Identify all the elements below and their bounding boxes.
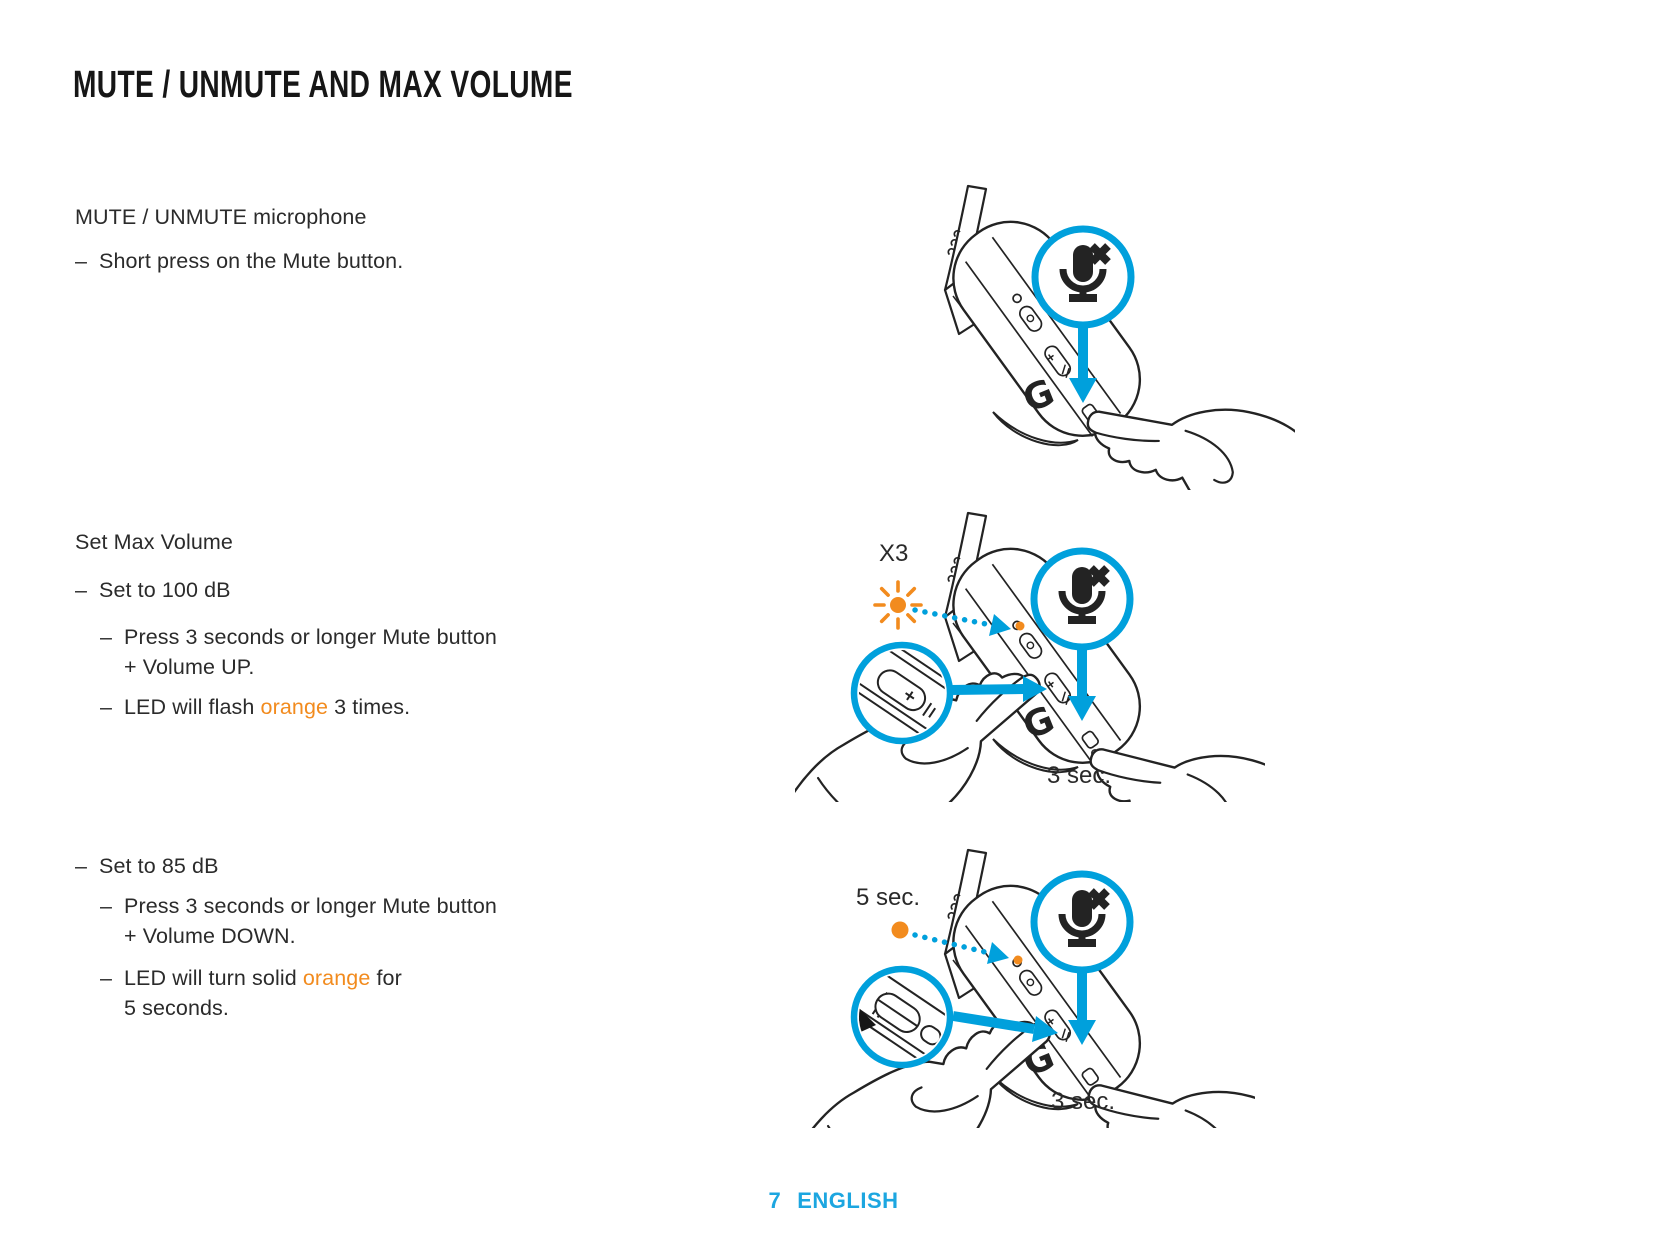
bullet-dash: – bbox=[100, 894, 113, 918]
subbullet-press-volume-up: – Press 3 seconds or longer Mute button … bbox=[100, 622, 497, 682]
led-flashing-icon bbox=[873, 580, 923, 630]
illustration-max-volume-100db bbox=[795, 511, 1265, 802]
bullet-text: Set to 100 dB bbox=[99, 578, 231, 602]
led-dotted-arrowhead bbox=[989, 614, 1011, 636]
magnifier-arrowhead bbox=[1032, 1016, 1058, 1042]
subbullet-text: Press 3 seconds or longer Mute button + … bbox=[124, 894, 497, 948]
led-dotted-arrow bbox=[912, 607, 994, 628]
bullet-dash: – bbox=[75, 854, 88, 878]
bullet-short-press: – Short press on the Mute button. bbox=[75, 246, 403, 276]
hold-duration-label: 3 sec. bbox=[1047, 762, 1112, 789]
mute-arrowhead bbox=[1068, 696, 1096, 721]
section-heading-mute-unmute: MUTE / UNMUTE microphone bbox=[75, 205, 367, 229]
bullet-dash: – bbox=[75, 578, 88, 602]
subbullet-press-volume-down: – Press 3 seconds or longer Mute button … bbox=[100, 891, 497, 951]
magnifier-volume-down-icon bbox=[844, 966, 959, 1067]
led-duration-label: 5 sec. bbox=[856, 884, 921, 911]
headset-led-dot bbox=[1013, 955, 1023, 965]
language-label: ENGLISH bbox=[797, 1188, 899, 1213]
mic-muted-icon bbox=[1035, 229, 1131, 325]
bullet-dash: – bbox=[100, 695, 113, 719]
bullet-set-100db: – Set to 100 dB bbox=[75, 575, 231, 605]
led-dotted-arrowhead bbox=[987, 942, 1009, 964]
subbullet-led-solid-orange: – LED will turn solid orange for 5 secon… bbox=[100, 963, 402, 1023]
mute-arrowhead bbox=[1069, 378, 1097, 403]
section-heading-set-max-volume: Set Max Volume bbox=[75, 530, 233, 554]
bullet-dash: – bbox=[100, 966, 113, 990]
magnifier-arrowhead bbox=[1023, 676, 1047, 702]
subbullet-text: LED will flash orange 3 times. bbox=[124, 695, 411, 719]
magnifier-arrow bbox=[950, 684, 1025, 695]
led-dotted-arrow bbox=[912, 932, 992, 956]
bullet-dash: – bbox=[100, 625, 113, 649]
mic-muted-icon bbox=[1034, 551, 1130, 647]
flash-count-label: X3 bbox=[879, 540, 909, 567]
mic-muted-icon bbox=[1034, 874, 1130, 970]
subbullet-text: Press 3 seconds or longer Mute button + … bbox=[124, 625, 497, 679]
orange-highlight: orange bbox=[260, 695, 329, 719]
subbullet-text: LED will turn solid orange for 5 seconds… bbox=[124, 966, 402, 1020]
page-footer: 7 ENGLISH bbox=[0, 1188, 1667, 1214]
page-number: 7 bbox=[768, 1188, 782, 1213]
bullet-set-85db: – Set to 85 dB bbox=[75, 851, 219, 881]
led-solid-icon bbox=[891, 921, 909, 939]
bullet-dash: – bbox=[75, 249, 88, 273]
orange-highlight: orange bbox=[302, 966, 371, 990]
bullet-text: Short press on the Mute button. bbox=[99, 249, 404, 273]
headset-led-dot bbox=[1015, 621, 1025, 631]
page-title: MUTE / UNMUTE AND MAX VOLUME bbox=[73, 64, 573, 106]
magnifier-arrow bbox=[952, 1011, 1035, 1034]
subbullet-led-flash-orange: – LED will flash orange 3 times. bbox=[100, 692, 410, 722]
mute-arrowhead bbox=[1068, 1020, 1096, 1045]
bullet-text: Set to 85 dB bbox=[99, 854, 219, 878]
illustration-short-press-mute: G bbox=[930, 184, 1295, 490]
pressing-finger-icon bbox=[1079, 398, 1295, 490]
illustration-max-volume-85db bbox=[788, 848, 1255, 1128]
hold-duration-label: 3 sec. bbox=[1051, 1088, 1116, 1115]
